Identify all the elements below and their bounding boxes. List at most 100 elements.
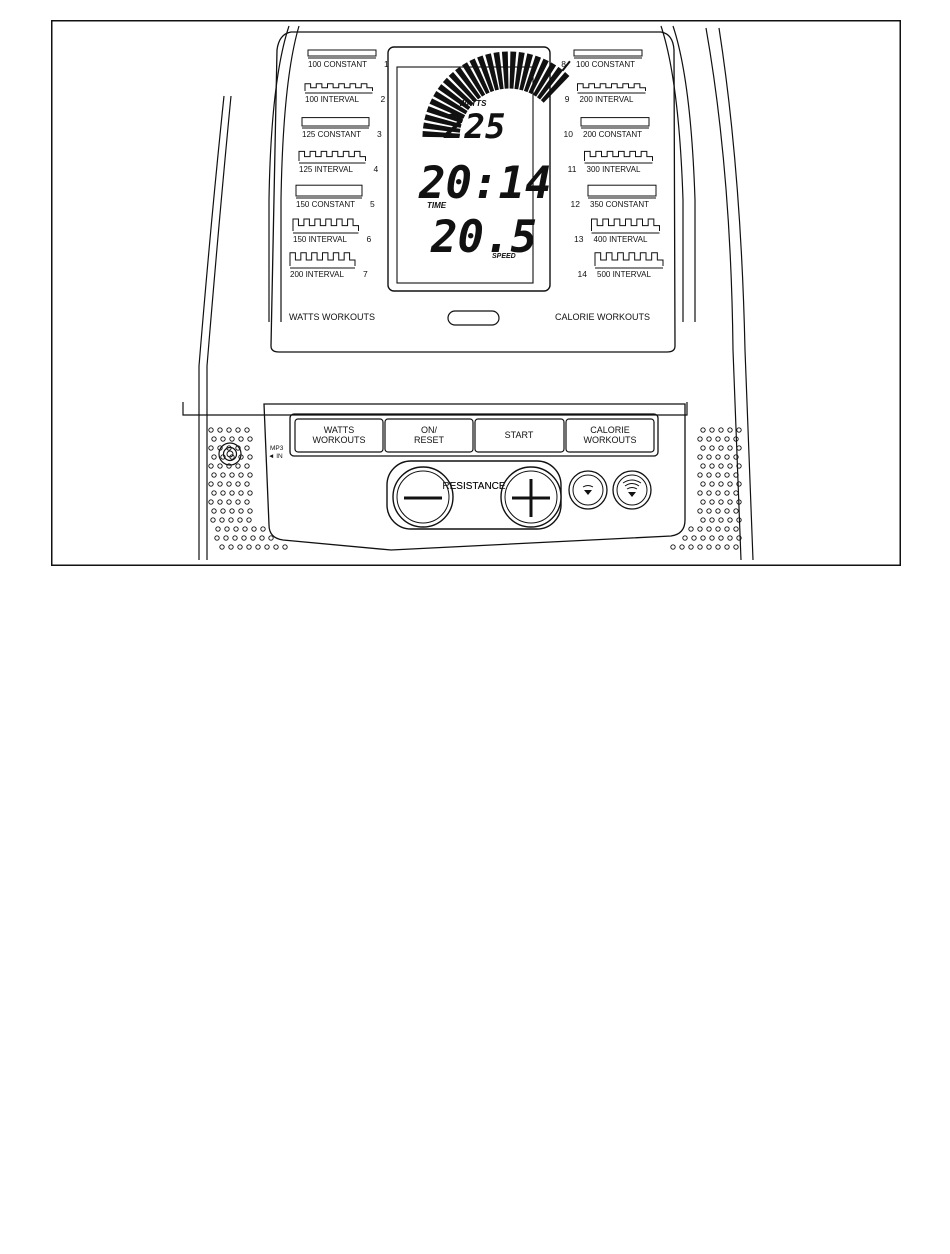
speaker-hole bbox=[215, 526, 221, 532]
watts-workout-number: 5 bbox=[370, 199, 375, 209]
constant-profile-icon bbox=[573, 49, 643, 57]
speaker-hole bbox=[211, 508, 217, 514]
watts-arc-segment bbox=[462, 62, 486, 97]
watts-arc-tick bbox=[561, 60, 571, 72]
speaker-hole bbox=[718, 463, 724, 469]
watts-arc-segment bbox=[469, 58, 490, 95]
start-button[interactable]: START bbox=[474, 418, 565, 453]
speaker-hole bbox=[706, 472, 712, 478]
plus-icon bbox=[512, 479, 550, 517]
watts-arc-bargraph bbox=[422, 51, 571, 138]
speaker-hole bbox=[709, 499, 715, 505]
calorie-workout-number: 14 bbox=[578, 269, 588, 279]
interval-profile-icon bbox=[304, 83, 373, 91]
speaker-hole bbox=[709, 463, 715, 469]
fan-high-button-outer[interactable] bbox=[612, 470, 652, 510]
speaker-hole bbox=[260, 526, 266, 532]
speaker-hole bbox=[250, 535, 256, 541]
watts-workouts-button[interactable]: WATTS WORKOUTS bbox=[294, 418, 384, 453]
speaker-hole bbox=[715, 508, 721, 514]
speaker-hole bbox=[706, 436, 712, 442]
fan-low-button[interactable] bbox=[568, 470, 608, 510]
speaker-hole bbox=[282, 544, 288, 550]
watts-arc-segment bbox=[426, 106, 464, 124]
watts-arc-segment bbox=[422, 122, 461, 133]
watts-arc-segment bbox=[523, 55, 542, 93]
speaker-hole bbox=[727, 445, 733, 451]
speaker-hole bbox=[733, 508, 739, 514]
speaker-hole bbox=[700, 517, 706, 523]
fan-high-icon-wave3 bbox=[622, 479, 642, 484]
speaker-hole bbox=[229, 508, 235, 514]
on-reset-button[interactable]: ON/ RESET bbox=[384, 418, 474, 453]
calorie-workout-label: 400 INTERVAL bbox=[594, 235, 649, 244]
speaker-hole bbox=[706, 544, 712, 550]
speaker-hole bbox=[228, 544, 234, 550]
fan-high-button[interactable] bbox=[612, 470, 652, 510]
speaker-hole bbox=[244, 445, 250, 451]
fan-low-icon-blade bbox=[584, 490, 592, 495]
speaker-hole bbox=[217, 445, 223, 451]
speaker-hole bbox=[235, 499, 241, 505]
speaker-hole bbox=[208, 445, 214, 451]
speaker-hole bbox=[237, 517, 243, 523]
speaker-hole bbox=[244, 463, 250, 469]
speaker-hole bbox=[736, 499, 742, 505]
resistance-decrease-button[interactable] bbox=[392, 466, 454, 528]
speaker-hole bbox=[706, 490, 712, 496]
watts-workout-number: 4 bbox=[374, 164, 379, 174]
watts-workouts-button-face[interactable] bbox=[294, 418, 384, 453]
calorie-workouts-button-face[interactable] bbox=[565, 418, 655, 453]
keypad-panel bbox=[263, 403, 686, 551]
fan-high-button-inner bbox=[616, 474, 648, 506]
speaker-hole bbox=[238, 472, 244, 478]
speaker-hole bbox=[709, 445, 715, 451]
on-reset-button-face[interactable] bbox=[384, 418, 474, 453]
watts-arc-segment bbox=[540, 72, 570, 103]
interval-profile-icon bbox=[298, 150, 366, 161]
speaker-hole bbox=[679, 544, 685, 550]
calorie-workout-label: 200 CONSTANT bbox=[583, 130, 642, 139]
speaker-hole bbox=[724, 544, 730, 550]
speaker-hole bbox=[208, 463, 214, 469]
speaker-hole bbox=[733, 454, 739, 460]
watts-workout-number: 1 bbox=[384, 59, 389, 69]
speaker-hole bbox=[697, 526, 703, 532]
speaker-hole bbox=[727, 427, 733, 433]
speaker-hole bbox=[736, 463, 742, 469]
speaker-hole bbox=[718, 517, 724, 523]
calorie-workouts-button[interactable]: CALORIE WORKOUTS bbox=[565, 418, 655, 453]
speaker-hole bbox=[211, 436, 217, 442]
interval-profile-icon bbox=[289, 252, 356, 266]
watts-arc-segment bbox=[433, 91, 468, 115]
speaker-hole bbox=[700, 535, 706, 541]
speaker-hole bbox=[235, 481, 241, 487]
speaker-hole bbox=[718, 535, 724, 541]
speaker-hole bbox=[219, 517, 225, 523]
watts-arc-segment bbox=[501, 51, 509, 89]
resistance-increase-button[interactable] bbox=[500, 466, 562, 528]
speaker-hole bbox=[700, 499, 706, 505]
speaker-hole bbox=[733, 490, 739, 496]
resistance-increase-inner bbox=[504, 470, 558, 524]
watts-workout-number: 6 bbox=[367, 234, 372, 244]
speaker-hole bbox=[733, 526, 739, 532]
watts-arc-segment bbox=[532, 62, 557, 97]
watts-arc-segment bbox=[429, 98, 466, 119]
speaker-hole bbox=[727, 463, 733, 469]
console-diagram: WATTS 225 20:14 TIME 20.5 SPEED 100 CONS… bbox=[51, 20, 901, 566]
speaker-hole bbox=[697, 472, 703, 478]
speaker-hole bbox=[724, 526, 730, 532]
watts-arc-segment bbox=[455, 66, 482, 100]
start-button-face[interactable] bbox=[474, 418, 565, 453]
constant-profile-icon bbox=[587, 184, 657, 197]
speaker-hole bbox=[246, 544, 252, 550]
watts-workout-label: 100 CONSTANT bbox=[308, 60, 367, 69]
watts-readout: 225 bbox=[443, 107, 505, 147]
speaker-hole bbox=[235, 463, 241, 469]
speaker-hole bbox=[220, 490, 226, 496]
speaker-hole bbox=[238, 436, 244, 442]
watts-arc-segment bbox=[448, 71, 478, 103]
speaker-hole bbox=[224, 526, 230, 532]
speaker-hole bbox=[727, 517, 733, 523]
